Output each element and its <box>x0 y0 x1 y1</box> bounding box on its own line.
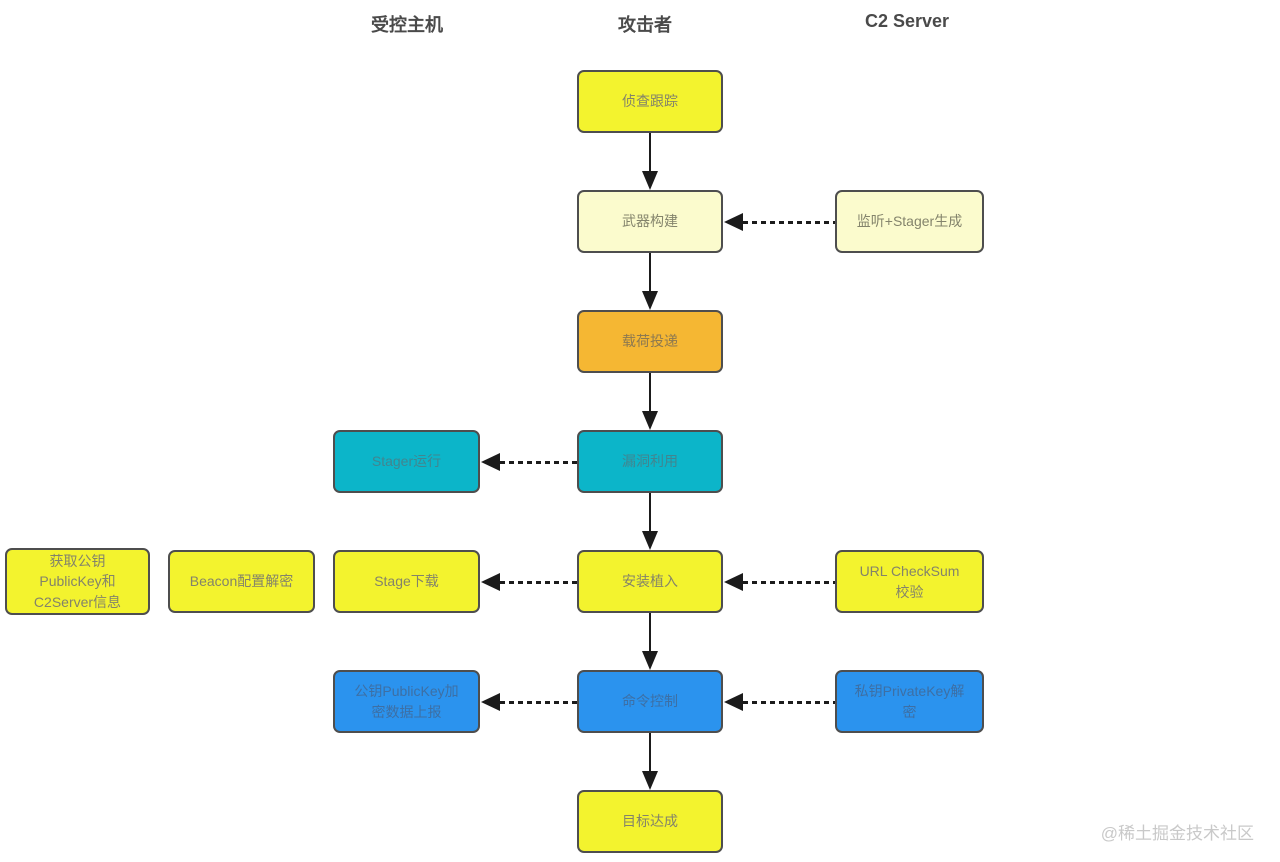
dashed-arrowhead-listen-to-weaponize <box>724 213 743 231</box>
dashed-line-install-to-stage-download <box>500 581 577 584</box>
dashed-arrowhead-install-to-stage-download <box>481 573 500 591</box>
flow-arrow-line-delivery-exploit <box>649 373 651 412</box>
dashed-arrowhead-exploit-to-stager-run <box>481 453 500 471</box>
node-get-publickey-c2-info: 获取公钥 PublicKey和 C2Server信息 <box>5 548 150 615</box>
dashed-line-exploit-to-stager-run <box>500 461 577 464</box>
flow-arrowhead-recon-weaponize <box>642 171 658 190</box>
node-install: 安装植入 <box>577 550 723 613</box>
node-privatekey-decrypt: 私钥PrivateKey解 密 <box>835 670 984 733</box>
node-weaponize: 武器构建 <box>577 190 723 253</box>
node-goal: 目标达成 <box>577 790 723 853</box>
node-command-control: 命令控制 <box>577 670 723 733</box>
node-recon: 侦查跟踪 <box>577 70 723 133</box>
flow-arrow-line-exploit-install <box>649 493 651 532</box>
column-header-c2-server: C2 Server <box>864 11 950 31</box>
flow-arrow-line-recon-weaponize <box>649 133 651 172</box>
dashed-line-listen-to-weaponize <box>743 221 835 224</box>
column-header-controlled-host: 受控主机 <box>371 15 443 35</box>
column-header-attacker: 攻击者 <box>618 15 672 35</box>
node-stage-download: Stage下载 <box>333 550 480 613</box>
node-url-checksum-verify: URL CheckSum 校验 <box>835 550 984 613</box>
dashed-line-privatekey-to-command <box>743 701 835 704</box>
node-exploit: 漏洞利用 <box>577 430 723 493</box>
flow-arrow-line-command-goal <box>649 733 651 772</box>
node-listen-stager-generate: 监听+Stager生成 <box>835 190 984 253</box>
dashed-line-command-to-publickey-report <box>500 701 577 704</box>
node-beacon-config-decrypt: Beacon配置解密 <box>168 550 315 613</box>
dashed-arrowhead-command-to-publickey-report <box>481 693 500 711</box>
flow-arrowhead-exploit-install <box>642 531 658 550</box>
flow-arrowhead-command-goal <box>642 771 658 790</box>
node-publickey-encrypt-report: 公钥PublicKey加 密数据上报 <box>333 670 480 733</box>
dashed-arrowhead-checksum-to-install <box>724 573 743 591</box>
dashed-line-checksum-to-install <box>743 581 835 584</box>
flow-arrowhead-weaponize-delivery <box>642 291 658 310</box>
flow-arrowhead-install-command <box>642 651 658 670</box>
watermark-juejin-community: @稀土掘金技术社区 <box>1100 824 1254 843</box>
node-stager-run: Stager运行 <box>333 430 480 493</box>
flow-arrow-line-weaponize-delivery <box>649 253 651 292</box>
flow-arrowhead-delivery-exploit <box>642 411 658 430</box>
dashed-arrowhead-privatekey-to-command <box>724 693 743 711</box>
node-delivery: 载荷投递 <box>577 310 723 373</box>
flow-arrow-line-install-command <box>649 613 651 652</box>
